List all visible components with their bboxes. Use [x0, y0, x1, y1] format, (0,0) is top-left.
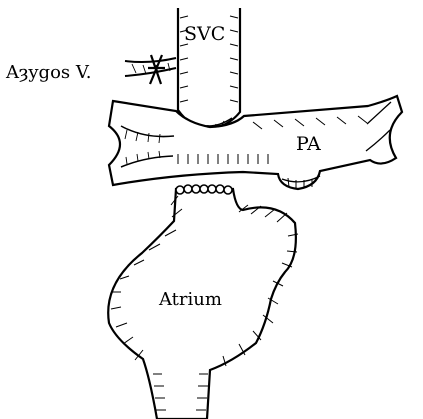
atrium-label: Atrium	[158, 289, 222, 310]
azygos-vein	[125, 55, 176, 84]
pa-vessel	[109, 96, 402, 189]
pa-label: PA	[296, 133, 321, 155]
svc-label: SVC	[184, 23, 225, 45]
azygos-label: Aȝygos V.	[5, 62, 91, 83]
